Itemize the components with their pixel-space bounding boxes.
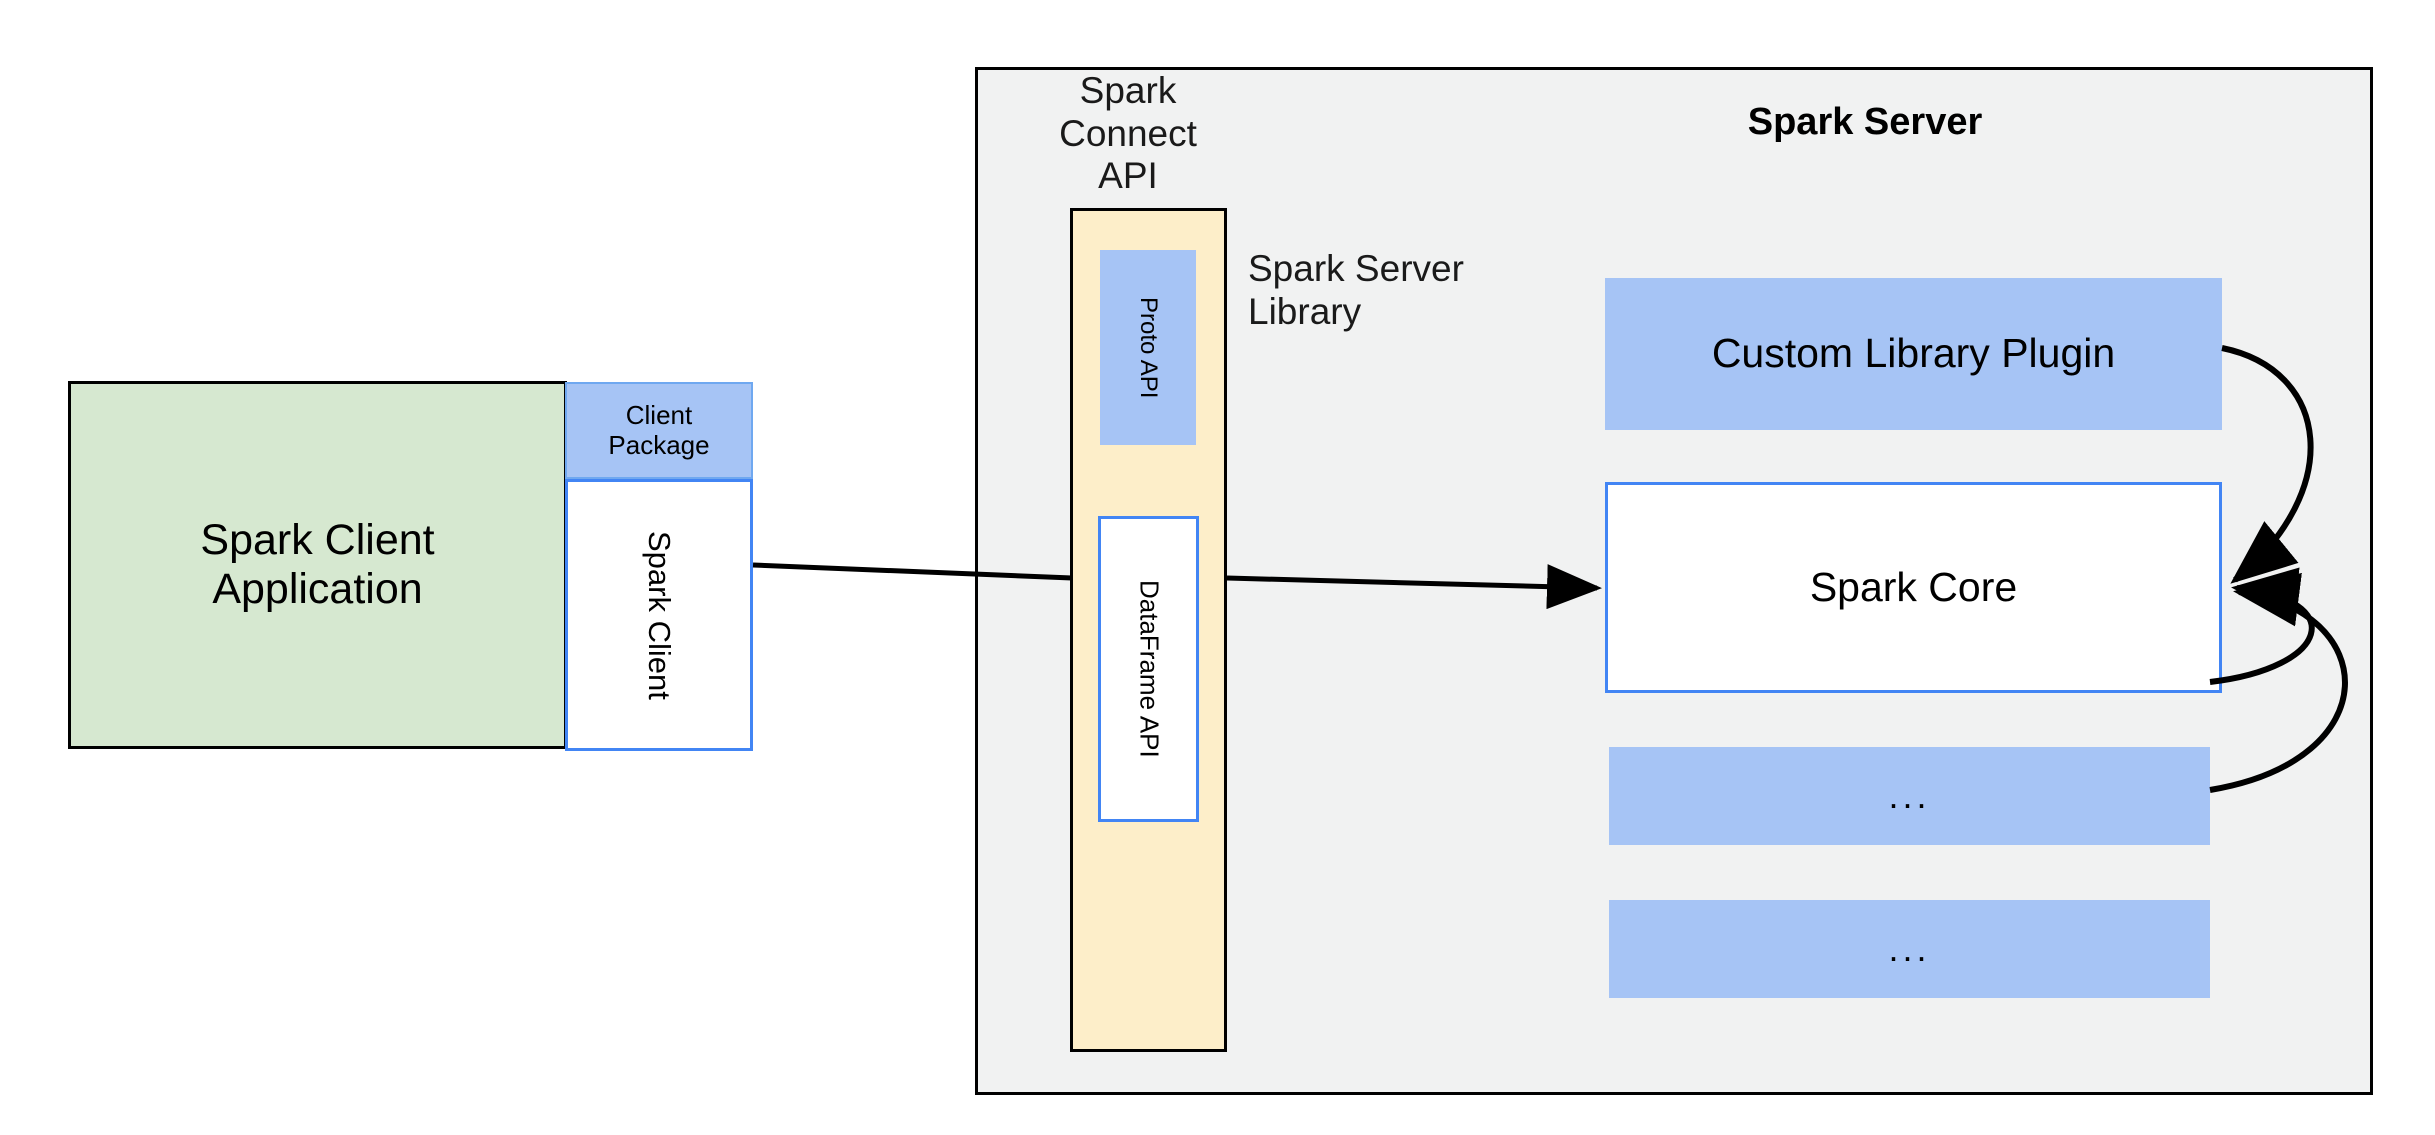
server-component-ellipsis-1[interactable]: ... bbox=[1609, 747, 2210, 845]
custom-library-plugin-box[interactable]: Custom Library Plugin bbox=[1605, 278, 2222, 430]
spark-connect-api-label: Spark Connect API bbox=[1059, 70, 1197, 196]
spark-client-application-label: Spark Client Application bbox=[200, 515, 435, 613]
spark-core-box[interactable]: Spark Core bbox=[1605, 482, 2222, 693]
spark-server-library-label: Spark Server Library bbox=[1248, 248, 1464, 332]
spark-server-title: Spark Server bbox=[1747, 101, 1983, 144]
dataframe-api-label: DataFrame API bbox=[1134, 580, 1165, 758]
spark-client-application-box[interactable]: Spark Client Application bbox=[68, 381, 567, 749]
server-component-ellipsis-2[interactable]: ... bbox=[1609, 900, 2210, 998]
server-component-ellipsis-1-label: ... bbox=[1888, 775, 1931, 817]
spark-core-label: Spark Core bbox=[1809, 563, 2018, 610]
proto-api-box[interactable]: Proto API bbox=[1100, 250, 1196, 445]
spark-client-box[interactable]: Spark Client bbox=[565, 479, 753, 751]
spark-client-label: Spark Client bbox=[641, 530, 677, 700]
custom-library-plugin-label: Custom Library Plugin bbox=[1711, 330, 2116, 377]
server-component-ellipsis-2-label: ... bbox=[1888, 928, 1931, 970]
dataframe-api-box[interactable]: DataFrame API bbox=[1098, 516, 1199, 822]
client-package-label: Client Package bbox=[608, 399, 710, 460]
client-package-box[interactable]: Client Package bbox=[565, 382, 753, 479]
proto-api-label: Proto API bbox=[1134, 296, 1162, 399]
